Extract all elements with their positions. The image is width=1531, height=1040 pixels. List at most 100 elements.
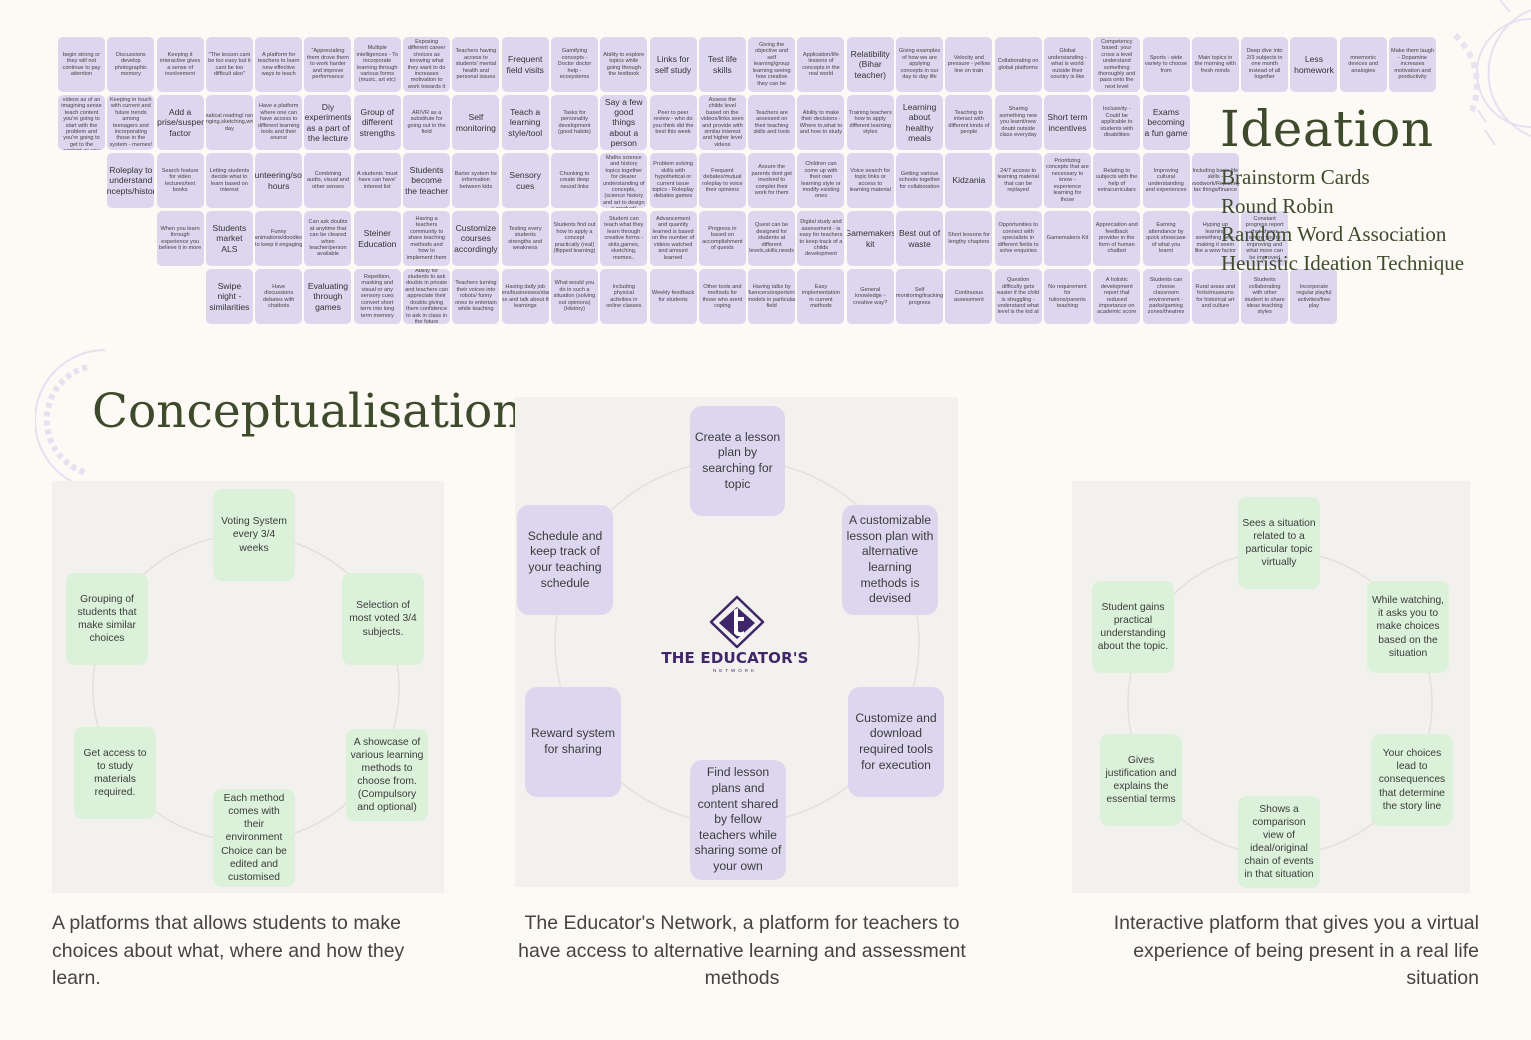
brainstorm-card: Constant progress report that shows wher… [1241,211,1289,266]
brainstorm-card: Can ask doubts at anytime that can be cl… [304,211,352,266]
brainstorm-card: Teachers are assessed on their teaching … [748,95,796,150]
technique-item: Heuristic Ideation Technique [1221,251,1465,276]
brainstorm-card: Giving the objective and self learning/g… [748,37,796,92]
brainstorm-card: Ability to explore topics while going th… [600,37,648,92]
brainstorm-card: Teach a learning style/tool [501,95,549,150]
concept3-node-consequences: Your choices lead to consequences that d… [1371,734,1453,826]
concept1-caption: A platforms that allows students to make… [52,912,405,989]
brainstorm-card: Make them laugh - Dopamine increases mot… [1389,37,1437,92]
concept2-node-schedule: Schedule and keep track of your teaching… [517,505,613,615]
brainstorm-card: Group of different strengths [353,95,401,150]
brainstorm-card: Application/life lessons of concepts in … [797,37,845,92]
concept2-diagram: Create a lesson plan by searching for to… [515,397,958,887]
concept1-node-voting: Voting System every 3/4 weeks [213,489,295,581]
brainstorm-card: Deep dive into 2/3 subjects in one month… [1241,37,1289,92]
logo-subtitle: NETWORK [713,668,757,673]
brainstorm-card: Links for self study [649,37,697,92]
brainstorm-card: Volunteering/social hours [255,153,303,208]
concept1-node-method: Each method comes with their environment… [213,789,295,887]
brainstorm-card: Add a surprise/suspense factor [156,95,204,150]
brainstorm-card: Assure the parents dont get involved to … [748,153,796,208]
brainstorm-card: Best out of waste [896,211,944,266]
brainstorm-card: Exams becoming a fun game [1142,95,1190,150]
brainstorm-card: Weekly feedback for students [649,269,697,324]
brainstorm-card: Relating to subjects with the help of ex… [1093,153,1141,208]
brainstorm-card: Self monitoring [452,95,500,150]
brainstorm-card: Teaching to interact with different kind… [945,95,993,150]
brainstorm-card: Giving examples of how we are applying c… [896,37,944,92]
brainstorm-card: Hyping up learning something new- making… [1191,211,1239,266]
conceptualisation-title: Conceptualisation [92,384,523,439]
brainstorm-card: Testing every students strengths and wea… [501,211,549,266]
brainstorm-card: Including basic life skills - woodwork/R… [1191,153,1239,208]
brainstorm-card: Students can choose classroom environmen… [1142,269,1190,324]
brainstorm-card: Prioritizing concepts that are necessary… [1043,153,1091,208]
brainstorm-card: Learning about healthy meals [896,95,944,150]
brainstorm-card: Short lessons for lengthy chapters [945,211,993,266]
brainstorm-card: Improving cultural understanding and exp… [1142,153,1190,208]
concept1-node-selection: Selection of most voted 3/4 subjects. [342,573,424,665]
brainstorm-card: Search feature for video lectures/text b… [156,153,204,208]
brainstorm-card: Having a teachers community to share tea… [403,211,451,266]
brainstorm-card: Funny animations/doodles to keep it enga… [255,211,303,266]
brainstorm-card: Short term incentives [1043,95,1091,150]
brainstorm-card: Have a platform where one can have acces… [255,95,303,150]
brainstorm-card: Voice search for topic links or access t… [846,153,894,208]
brainstorm-card: Exposing different career choices as kno… [403,37,451,92]
brainstorm-card: Peer to peer review - who do you think d… [649,95,697,150]
brainstorm-card: Teachers having access to students' ment… [452,37,500,92]
brainstorm-card: A platform for teachers to learn new eff… [255,37,303,92]
brainstorm-card: Easy implementation in current methods [797,269,845,324]
brainstorm-card: Gamemakers kit [846,211,894,266]
brainstorm-card: 24/7 access to learning material that ca… [994,153,1042,208]
concept2-node-create-plan: Create a lesson plan by searching for to… [690,406,785,516]
brainstorm-card: Discussions develop photographic memory [107,37,155,92]
concept2-node-download: Customize and download required tools fo… [848,687,944,797]
brainstorm-card: Continuous assessment [945,269,993,324]
concept2-node-reward: Reward system for sharing [525,687,621,797]
brainstorm-card: Sharing something new you learnt/new dou… [994,95,1042,150]
brainstorm-card: Ability for students to ask doubts in pr… [403,269,451,324]
brainstorm-card: Relatibility (Bihar teacher) [846,37,894,92]
brainstorm-card: Roleplay to understand concepts/history.… [107,153,155,208]
concept3-node-situation: Sees a situation related to a particular… [1238,497,1320,589]
brainstorm-card: Rural areas and forts/museums for histor… [1191,269,1239,324]
brainstorm-card: mnemonic devices and analogies [1339,37,1387,92]
brainstorm-card: Students collaborating with other studen… [1241,269,1289,324]
brainstorm-card: Other tools and methods for those who ar… [698,269,746,324]
brainstorm-card: Say a few good things about a person [600,95,648,150]
gear-icon [1452,0,1531,146]
brainstorm-card: Repetition, masking and visual or any se… [353,269,401,324]
brainstorm-card: A holistic development report that reduc… [1093,269,1141,324]
concept1-node-showcase: A showcase of various learning methods t… [346,729,428,821]
brainstorm-card: Barter system for information between ki… [452,153,500,208]
brainstorm-card: Letting students decide what to learn ba… [205,153,253,208]
brainstorm-card: Global understanding - what is world out… [1043,37,1091,92]
brainstorm-card: Quest can be designed for students at di… [748,211,796,266]
brainstorm-card: No requirement for tutions/parents teach… [1043,269,1091,324]
technique-item: Brainstorm Cards [1221,165,1370,189]
brainstorm-card: Combining audio, visual and other senses [304,153,352,208]
brainstorm-card: Students find out how to apply a concept… [550,211,598,266]
brainstorm-card: Opportunities to connect with specialist… [994,211,1042,266]
concept3-caption: Interactive platform that gives you a vi… [1113,912,1479,989]
brainstorm-card: Digital study and assessment - is easy f… [797,211,845,266]
brainstorm-card: Multiple intelligences - To incorporate … [353,37,401,92]
brainstorm-card: Customize courses accordingly [452,211,500,266]
concept2-node-find-plans: Find lesson plans and content shared by … [690,760,786,880]
brainstorm-card: Keeping in touch with current and future… [107,95,155,150]
technique-item: Round Robin [1221,193,1334,218]
brainstorm-card: Progress in based on accomplishment of q… [698,211,746,266]
brainstorm-card: Student can teach what they learn throug… [600,211,648,266]
brainstorm-card: Students market ALS [205,211,253,266]
brainstorm-card: Question difficulty gets easier if the c… [994,269,1042,324]
concept2-caption: The Educator's Network, a platform for t… [518,912,966,989]
concept1-node-grouping: Grouping of students that make similar c… [66,573,148,665]
brainstorm-card: Teachers turning their voices into robot… [452,269,500,324]
brainstorm-card: When you learn through experience you be… [156,211,204,266]
brainstorm-card: Frequent debates/mutual roleplay to voic… [698,153,746,208]
technique-item: Random Word Association [1221,222,1447,247]
brainstorm-card: What would you do in such a situation (s… [550,269,598,324]
brainstorm-card: Keeping it interactive gives a sense of … [156,37,204,92]
brainstorm-card: Training teachers how to apply different… [846,95,894,150]
